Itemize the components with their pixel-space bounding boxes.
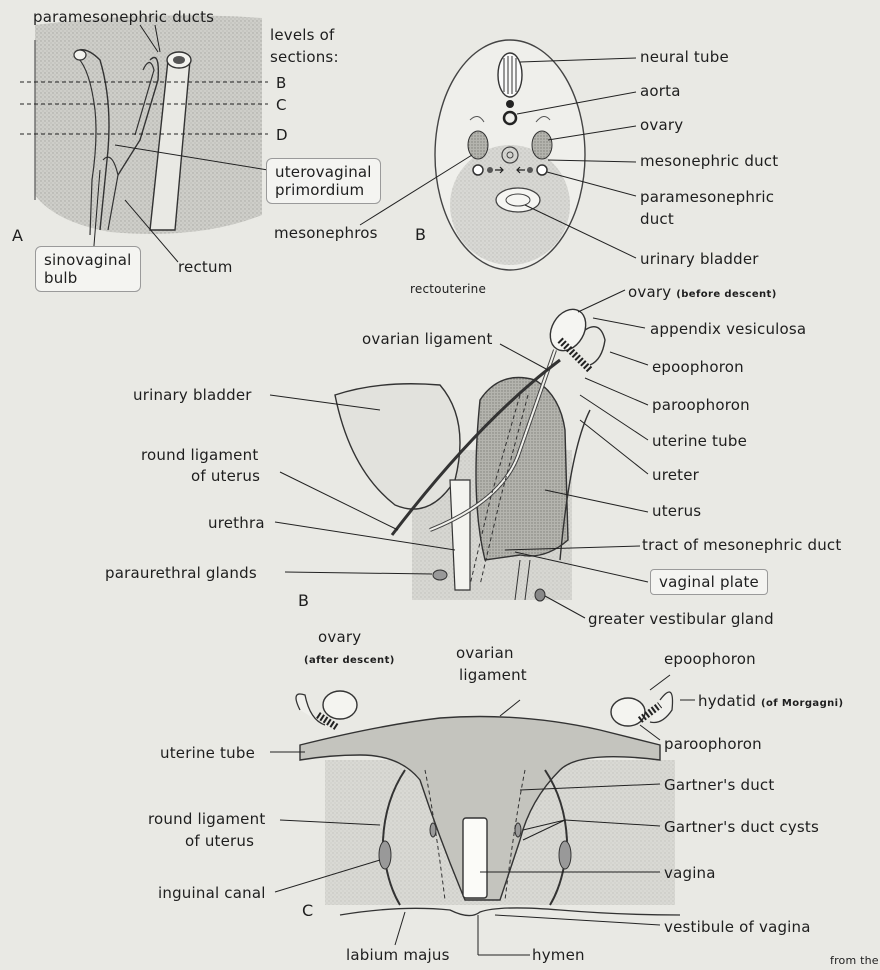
- label-round-ligament-b-2: of uterus: [191, 467, 260, 485]
- label-paramesonephric-duct-1: paramesonephric: [640, 188, 774, 206]
- label-labium-majus: labium majus: [346, 946, 450, 964]
- label-vagina: vagina: [664, 864, 716, 882]
- label-neural-tube: neural tube: [640, 48, 729, 66]
- sinovaginal-line1: sinovaginal: [44, 251, 132, 269]
- label-paramesonephric-duct-2: duct: [640, 210, 674, 228]
- label-round-ligament-c-1: round ligament: [148, 810, 265, 828]
- label-appendix-vesiculosa: appendix vesiculosa: [650, 320, 806, 338]
- label-sections: sections:: [270, 48, 339, 66]
- label-uterus: uterus: [652, 502, 701, 520]
- label-hydatid: hydatid (of Morgagni): [698, 692, 843, 713]
- label-epoophoron-c: epoophoron: [664, 650, 756, 668]
- uterovaginal-line1: uterovaginal: [275, 163, 372, 181]
- label-tract-mesonephric-duct: tract of mesonephric duct: [642, 536, 841, 554]
- label-vaginal-plate: vaginal plate: [650, 569, 768, 595]
- label-panel-b-letter: B: [298, 592, 309, 610]
- label-level-d: D: [276, 126, 288, 144]
- label-level-b: B: [276, 74, 287, 92]
- label-epoophoron-b: epoophoron: [652, 358, 744, 376]
- label-vestibule-of-vagina: vestibule of vagina: [664, 918, 811, 936]
- panel-c-drawing: [270, 675, 695, 955]
- label-urethra: urethra: [208, 514, 265, 532]
- sinovaginal-line2: bulb: [44, 269, 132, 287]
- label-levels-of: levels of: [270, 26, 335, 44]
- panel-a-drawing: [20, 15, 268, 262]
- label-ovarian-ligament-b: ovarian ligament: [362, 330, 493, 348]
- label-ovarian-ligament-c-1: ovarian: [456, 644, 514, 662]
- label-ovarian-ligament-c-2: ligament: [459, 666, 527, 684]
- label-panel-c-letter: C: [302, 902, 313, 920]
- label-section-b-letter: B: [415, 226, 426, 244]
- label-round-ligament-b-1: round ligament: [141, 446, 258, 464]
- label-sinovaginal-bulb: sinovaginal bulb: [35, 246, 141, 292]
- hydatid-text: hydatid: [698, 692, 756, 710]
- label-mesonephric-duct: mesonephric duct: [640, 152, 778, 170]
- ovary-before-text: ovary: [628, 283, 671, 301]
- label-level-c: C: [276, 96, 287, 114]
- label-inguinal-canal: inguinal canal: [158, 884, 266, 902]
- label-paroophoron-b: paroophoron: [652, 396, 750, 414]
- uterovaginal-line2: primordium: [275, 181, 372, 199]
- label-uterine-tube-b: uterine tube: [652, 432, 747, 450]
- label-mesonephros: mesonephros: [274, 224, 378, 242]
- label-ureter: ureter: [652, 466, 699, 484]
- label-ovary: ovary: [640, 116, 683, 134]
- hydatid-note: (of Morgagni): [761, 698, 843, 709]
- label-panel-a-letter: A: [12, 227, 23, 245]
- label-gartners-duct: Gartner's duct: [664, 776, 774, 794]
- ovary-before-note: (before descent): [676, 289, 776, 300]
- label-cut-from-the: from the: [830, 952, 879, 970]
- label-paramesonephric-ducts: paramesonephric ducts: [33, 8, 214, 26]
- label-round-ligament-c-2: of uterus: [185, 832, 254, 850]
- label-paroophoron-c: paroophoron: [664, 735, 762, 753]
- label-uterovaginal-primordium: uterovaginal primordium: [266, 158, 381, 204]
- label-greater-vestibular-gland: greater vestibular gland: [588, 610, 774, 628]
- label-urinary-bladder-section: urinary bladder: [640, 250, 759, 268]
- label-hymen: hymen: [532, 946, 585, 964]
- label-ovary-after-1: ovary: [318, 628, 361, 646]
- label-rectum: rectum: [178, 258, 233, 276]
- label-paraurethral-glands: paraurethral glands: [105, 564, 257, 582]
- label-gartners-duct-cysts: Gartner's duct cysts: [664, 818, 819, 836]
- label-ovary-before: ovary (before descent): [628, 283, 777, 304]
- label-aorta: aorta: [640, 82, 681, 100]
- label-rectouterine-cut: rectouterine: [410, 280, 486, 298]
- label-uterine-tube-c: uterine tube: [160, 744, 255, 762]
- label-urinary-bladder-b: urinary bladder: [133, 386, 252, 404]
- label-ovary-after-note: (after descent): [304, 652, 395, 670]
- section-b-drawing: [360, 40, 636, 270]
